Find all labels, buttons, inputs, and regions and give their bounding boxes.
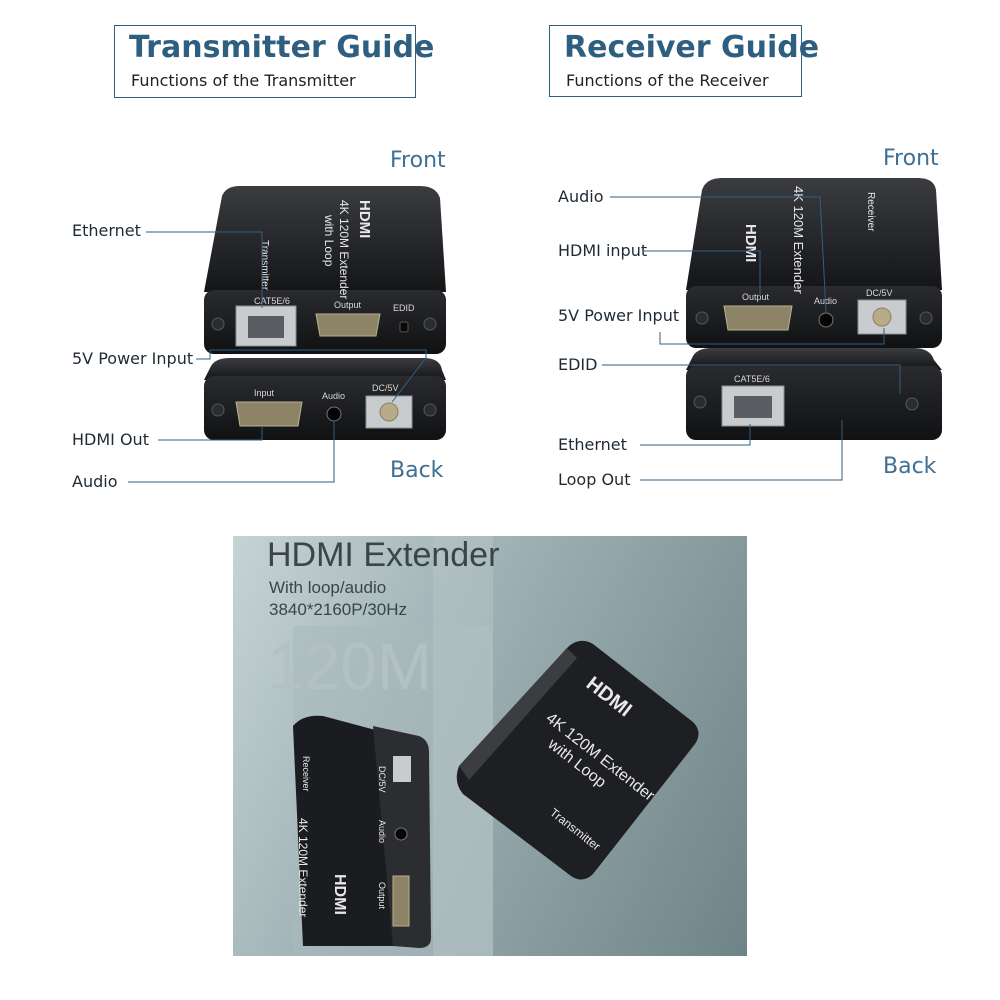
photo-scene: Receiver 4K 120M Extender HDMI DC/5V Aud… bbox=[293, 536, 699, 956]
transmitter-front-device: HDMI 4K 120M Extender with Loop Transmit… bbox=[204, 186, 446, 354]
callout-5v-power-input: 5V Power Input bbox=[72, 349, 194, 368]
receiver-guide-box: Receiver Guide Functions of the Receiver bbox=[549, 25, 819, 97]
transmitter-unit-name: Transmitter bbox=[259, 240, 270, 291]
transmitter-guide-box: Transmitter Guide Functions of the Trans… bbox=[114, 25, 434, 98]
transmitter-port-cat5-label: CAT5E/6 bbox=[254, 296, 290, 306]
callout-ethernet: Ethernet bbox=[72, 221, 141, 240]
photo-title: HDMI Extender bbox=[267, 536, 500, 574]
photo-receiver-port-output: Output bbox=[377, 882, 387, 910]
transmitter-front-label: Front bbox=[390, 148, 446, 173]
receiver-guide-title: Receiver Guide bbox=[564, 30, 820, 65]
photo-receiver-name: Receiver bbox=[301, 756, 311, 792]
receiver-callout-audio: Audio bbox=[558, 187, 604, 206]
transmitter-port-edid-label: EDID bbox=[393, 303, 415, 313]
transmitter-model-line1: 4K 120M Extender bbox=[337, 200, 351, 299]
receiver-front-label: Front bbox=[883, 146, 939, 171]
photo-receiver-port-audio: Audio bbox=[377, 820, 387, 843]
transmitter-port-dc-label: DC/5V bbox=[372, 383, 399, 393]
receiver-callout-edid: EDID bbox=[558, 355, 598, 374]
photo-watermark: 120M bbox=[267, 629, 433, 703]
receiver-front-device: HDMI 4K 120M Extender Receiver Output Au… bbox=[686, 178, 942, 348]
receiver-brand: HDMI bbox=[742, 224, 759, 262]
receiver-callout-loop-out: Loop Out bbox=[558, 470, 631, 489]
photo-transmitter-unit: HDMI 4K 120M Extender with Loop Transmit… bbox=[456, 640, 699, 880]
receiver-port-output-label: Output bbox=[742, 292, 770, 302]
guide-diagrams: HDMI 4K 120M Extender with Loop Transmit… bbox=[128, 178, 942, 483]
receiver-leader-lines bbox=[602, 196, 901, 481]
edid-button bbox=[399, 321, 409, 333]
callout-audio: Audio bbox=[72, 472, 118, 491]
transmitter-back-device: Input Audio DC/5V bbox=[204, 358, 446, 440]
callout-hdmi-out: HDMI Out bbox=[72, 430, 149, 449]
transmitter-model-line2: with Loop bbox=[322, 214, 336, 267]
transmitter-port-input-label: Input bbox=[254, 388, 275, 398]
receiver-model: 4K 120M Extender bbox=[791, 186, 806, 294]
audio-jack bbox=[326, 406, 342, 422]
receiver-callout-ethernet: Ethernet bbox=[558, 435, 627, 454]
transmitter-leader-lines bbox=[128, 231, 427, 483]
receiver-callout-5v-power-input: 5V Power Input bbox=[558, 306, 680, 325]
receiver-guide-subtitle: Functions of the Receiver bbox=[566, 71, 769, 90]
photo-receiver-port-dc: DC/5V bbox=[377, 766, 387, 793]
transmitter-port-audio-label: Audio bbox=[322, 391, 345, 401]
photo-receiver-unit: Receiver 4K 120M Extender HDMI DC/5V Aud… bbox=[293, 715, 431, 948]
receiver-back-device: CAT5E/6 bbox=[686, 348, 942, 440]
photo-receiver-model: 4K 120M Extender bbox=[296, 818, 310, 917]
transmitter-guide-subtitle: Functions of the Transmitter bbox=[131, 71, 356, 90]
transmitter-back-label: Back bbox=[390, 458, 444, 483]
transmitter-port-output-label: Output bbox=[334, 300, 362, 310]
photo-subtitle-2: 3840*2160P/30Hz bbox=[269, 600, 408, 619]
receiver-unit-name: Receiver bbox=[865, 192, 876, 232]
receiver-audio-jack bbox=[818, 312, 834, 328]
receiver-hdmi-output-port bbox=[723, 305, 793, 331]
photo-receiver-brand: HDMI bbox=[331, 874, 348, 915]
photo-subtitle-1: With loop/audio bbox=[269, 578, 387, 597]
receiver-port-dc-label: DC/5V bbox=[866, 288, 893, 298]
receiver-port-cat5-label: CAT5E/6 bbox=[734, 374, 770, 384]
receiver-callout-hdmi-input: HDMI input bbox=[558, 241, 648, 260]
transmitter-guide-title: Transmitter Guide bbox=[129, 30, 435, 65]
transmitter-brand: HDMI bbox=[356, 200, 373, 238]
hdmi-input-port bbox=[235, 401, 303, 427]
receiver-back-label: Back bbox=[883, 454, 937, 479]
hdmi-output-port bbox=[315, 313, 381, 337]
product-photo: Receiver 4K 120M Extender HDMI DC/5V Aud… bbox=[233, 536, 747, 956]
